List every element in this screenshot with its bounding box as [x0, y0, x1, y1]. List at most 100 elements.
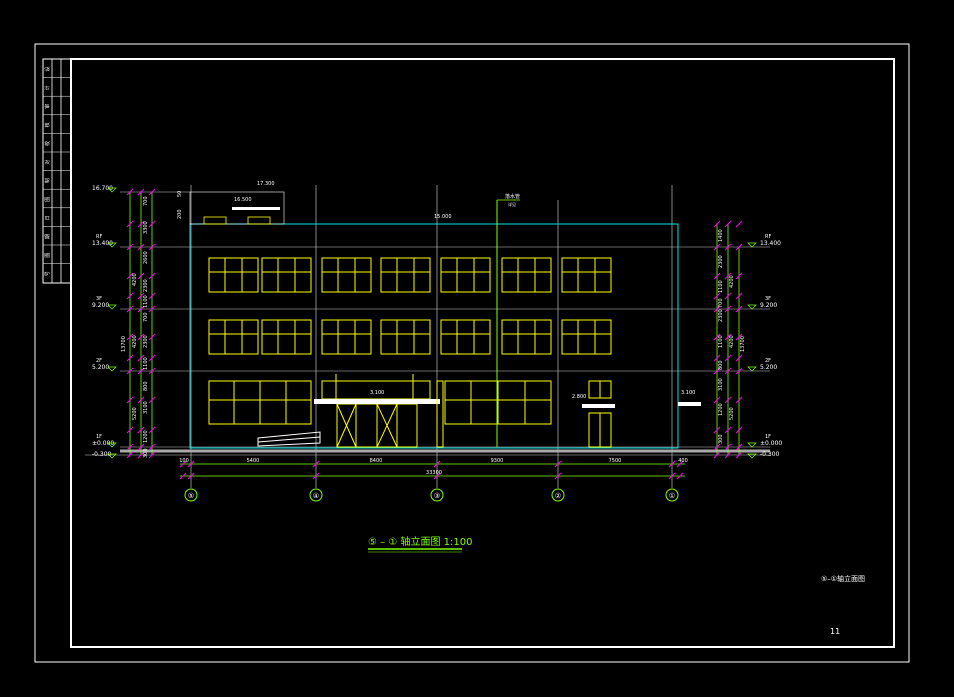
- elevation-label: 16.500: [234, 197, 252, 203]
- window: [501, 257, 552, 293]
- annotation-text: 落水管: [505, 193, 520, 200]
- dimension-text: 13700: [121, 336, 127, 352]
- level-tag: 2F: [765, 358, 771, 364]
- level-elevation: ±0.000: [760, 440, 782, 447]
- title-block-cell: 号: [45, 271, 51, 276]
- dimension-text: 1100: [143, 295, 149, 308]
- axis-bubble: ⑤: [184, 488, 198, 502]
- drawing-caption: ⑤ – ① 轴立面图 1:100: [368, 535, 472, 548]
- dimension-text: 4200: [729, 275, 735, 288]
- dimension-text: 2300: [143, 279, 149, 292]
- roof-slab-line: [232, 207, 280, 210]
- level-elevation: 5.200: [92, 364, 109, 371]
- axis-bubble: ③: [430, 488, 444, 502]
- level-elevation: 9.200: [92, 302, 109, 309]
- dimension-text: 5400: [247, 458, 260, 464]
- dimension-text: 33300: [426, 470, 442, 476]
- window-group: [208, 257, 612, 355]
- side-door: [588, 380, 612, 448]
- dimension-text: 7500: [609, 458, 622, 464]
- level-marker: [107, 366, 117, 372]
- title-block-cell: 核: [44, 122, 51, 127]
- dimension-text: 100: [179, 458, 189, 464]
- steps: [257, 431, 321, 447]
- dimension-text: 4200: [132, 273, 138, 286]
- title-block-cell: 图: [45, 253, 51, 258]
- level-lines: [85, 191, 770, 456]
- axis-bubble: ④: [309, 488, 323, 502]
- stair-box: [203, 216, 271, 225]
- title-block-cell: 计: [44, 85, 51, 90]
- level-elevation: -0.300: [92, 451, 112, 458]
- dimension-text: 800: [143, 381, 149, 391]
- elevation-label: 2.800: [572, 394, 586, 400]
- axis-label: ①: [669, 492, 675, 500]
- dimension-text: 1200: [143, 430, 149, 443]
- entrance: [321, 374, 431, 448]
- window: [208, 257, 259, 293]
- level-tag: 1F: [96, 434, 102, 440]
- window: [380, 319, 431, 355]
- window: [321, 319, 372, 355]
- window: [440, 257, 491, 293]
- title-block-cell: 审: [44, 104, 51, 109]
- level-tag: RF: [765, 234, 771, 240]
- level-elevation: ±0.000: [92, 440, 114, 447]
- elevation-label: 15.000: [434, 214, 452, 220]
- level-tag: 1F: [765, 434, 771, 440]
- level-elevation: 5.200: [760, 364, 777, 371]
- right-dimension-lines: [716, 224, 740, 455]
- elevation-label: 3.100: [681, 390, 695, 396]
- window: [380, 257, 431, 293]
- dimension-text: 700: [143, 312, 149, 322]
- left-dimension-lines: [129, 192, 153, 455]
- dimension-text: 700: [718, 298, 724, 308]
- level-tag: 2F: [96, 358, 102, 364]
- window: [261, 257, 312, 293]
- axis-bubbles: ⑤ ④ ③ ② ①: [184, 488, 679, 502]
- level-elevation: -0.300: [760, 451, 780, 458]
- elevation-label: 3.100: [370, 390, 384, 396]
- title-block-cell: 对: [44, 160, 51, 165]
- dimension-text: 300: [718, 434, 724, 444]
- window: [321, 257, 372, 293]
- dimension-text: 700: [143, 196, 149, 206]
- entrance-canopy: [314, 399, 440, 404]
- dimension-text: 1100: [143, 357, 149, 370]
- axis-label: ②: [555, 492, 561, 500]
- window: [561, 257, 612, 293]
- window: [440, 319, 491, 355]
- window: [501, 319, 552, 355]
- bottom-dimension-lines: [180, 463, 685, 477]
- dimension-text: 3300: [143, 221, 149, 234]
- outer-frame: [34, 43, 910, 663]
- level-marker: [747, 453, 757, 459]
- dimension-text: 8400: [370, 458, 383, 464]
- level-marker: [107, 304, 117, 310]
- building-outline: [189, 191, 679, 449]
- dimension-text: 1100: [718, 335, 724, 348]
- dimension-text: 9300: [491, 458, 504, 464]
- dimension-text: 5200: [729, 407, 735, 420]
- dimension-text: 2300: [718, 309, 724, 322]
- level-tag: 3F: [96, 296, 102, 302]
- title-block-cell: 制: [44, 178, 51, 183]
- dimension-text: 2600: [143, 251, 149, 264]
- level-marker: [747, 442, 757, 448]
- level-marker: [747, 366, 757, 372]
- side-canopy: [582, 404, 615, 408]
- title-block-cell: 日: [45, 215, 51, 220]
- axis-label: ③: [434, 492, 440, 500]
- dimension-text: 1400: [718, 229, 724, 242]
- dimension-text: 50: [177, 191, 183, 197]
- dimension-text: 1100: [718, 280, 724, 293]
- level-marker: [107, 242, 117, 248]
- dimension-text: 800: [718, 360, 724, 370]
- dimension-text: 2300: [143, 335, 149, 348]
- sheet-title: ⑤–①轴立面图: [821, 574, 865, 583]
- dimension-text: 3100: [718, 378, 724, 391]
- axis-bubble: ②: [551, 488, 565, 502]
- entrance-column-left: [436, 380, 444, 448]
